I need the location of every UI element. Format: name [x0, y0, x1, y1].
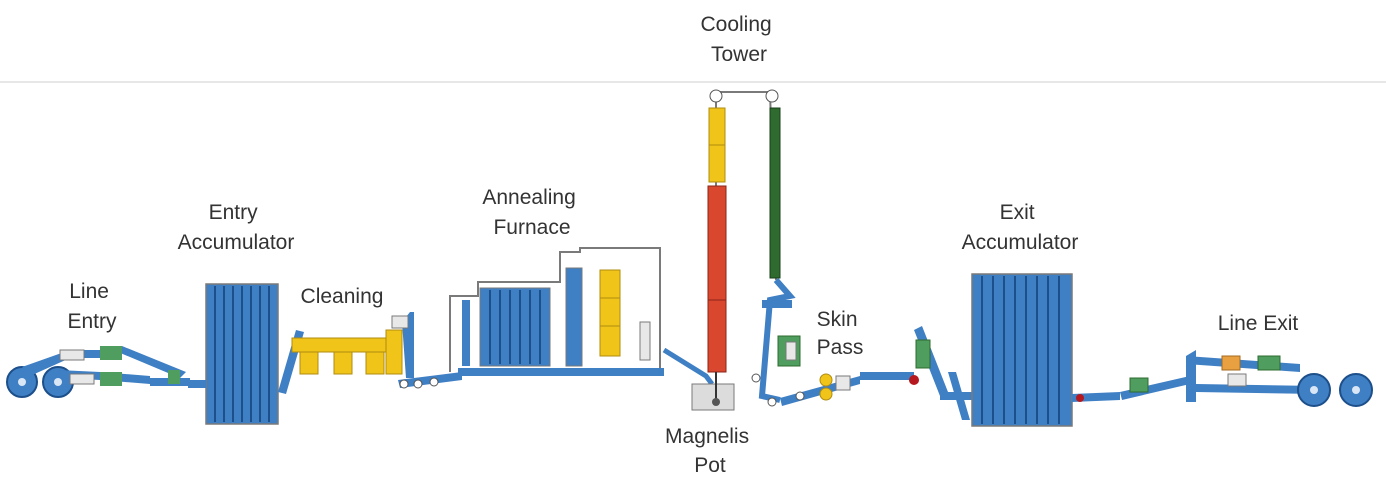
skin-pass-equipment	[751, 278, 914, 407]
magnelis-pot-label: Magnelis Pot	[665, 425, 755, 477]
annealing-furnace-label: Annealing Furnace	[482, 186, 581, 239]
skin-pass-label: Skin Pass	[817, 308, 864, 359]
cleaning-equipment	[291, 312, 462, 389]
line-exit-equipment	[1120, 350, 1373, 407]
cooling-tower-label: Cooling Tower	[700, 13, 777, 66]
line-entry-label: Line Entry	[67, 280, 117, 333]
entry-accumulator-label: Entry Accumulator	[178, 201, 295, 254]
entry-accumulator-equipment	[188, 283, 304, 425]
exit-accumulator-equipment	[971, 273, 1120, 427]
cooling-tower-equipment	[691, 89, 781, 411]
exit-accumulator-label: Exit Accumulator	[962, 201, 1079, 254]
line-entry-equipment	[6, 346, 190, 398]
cleaning-label: Cleaning	[301, 285, 384, 308]
annealing-furnace-equipment	[449, 247, 714, 386]
line-exit-label: Line Exit	[1218, 312, 1299, 335]
tension-stand-equipment	[909, 326, 972, 420]
